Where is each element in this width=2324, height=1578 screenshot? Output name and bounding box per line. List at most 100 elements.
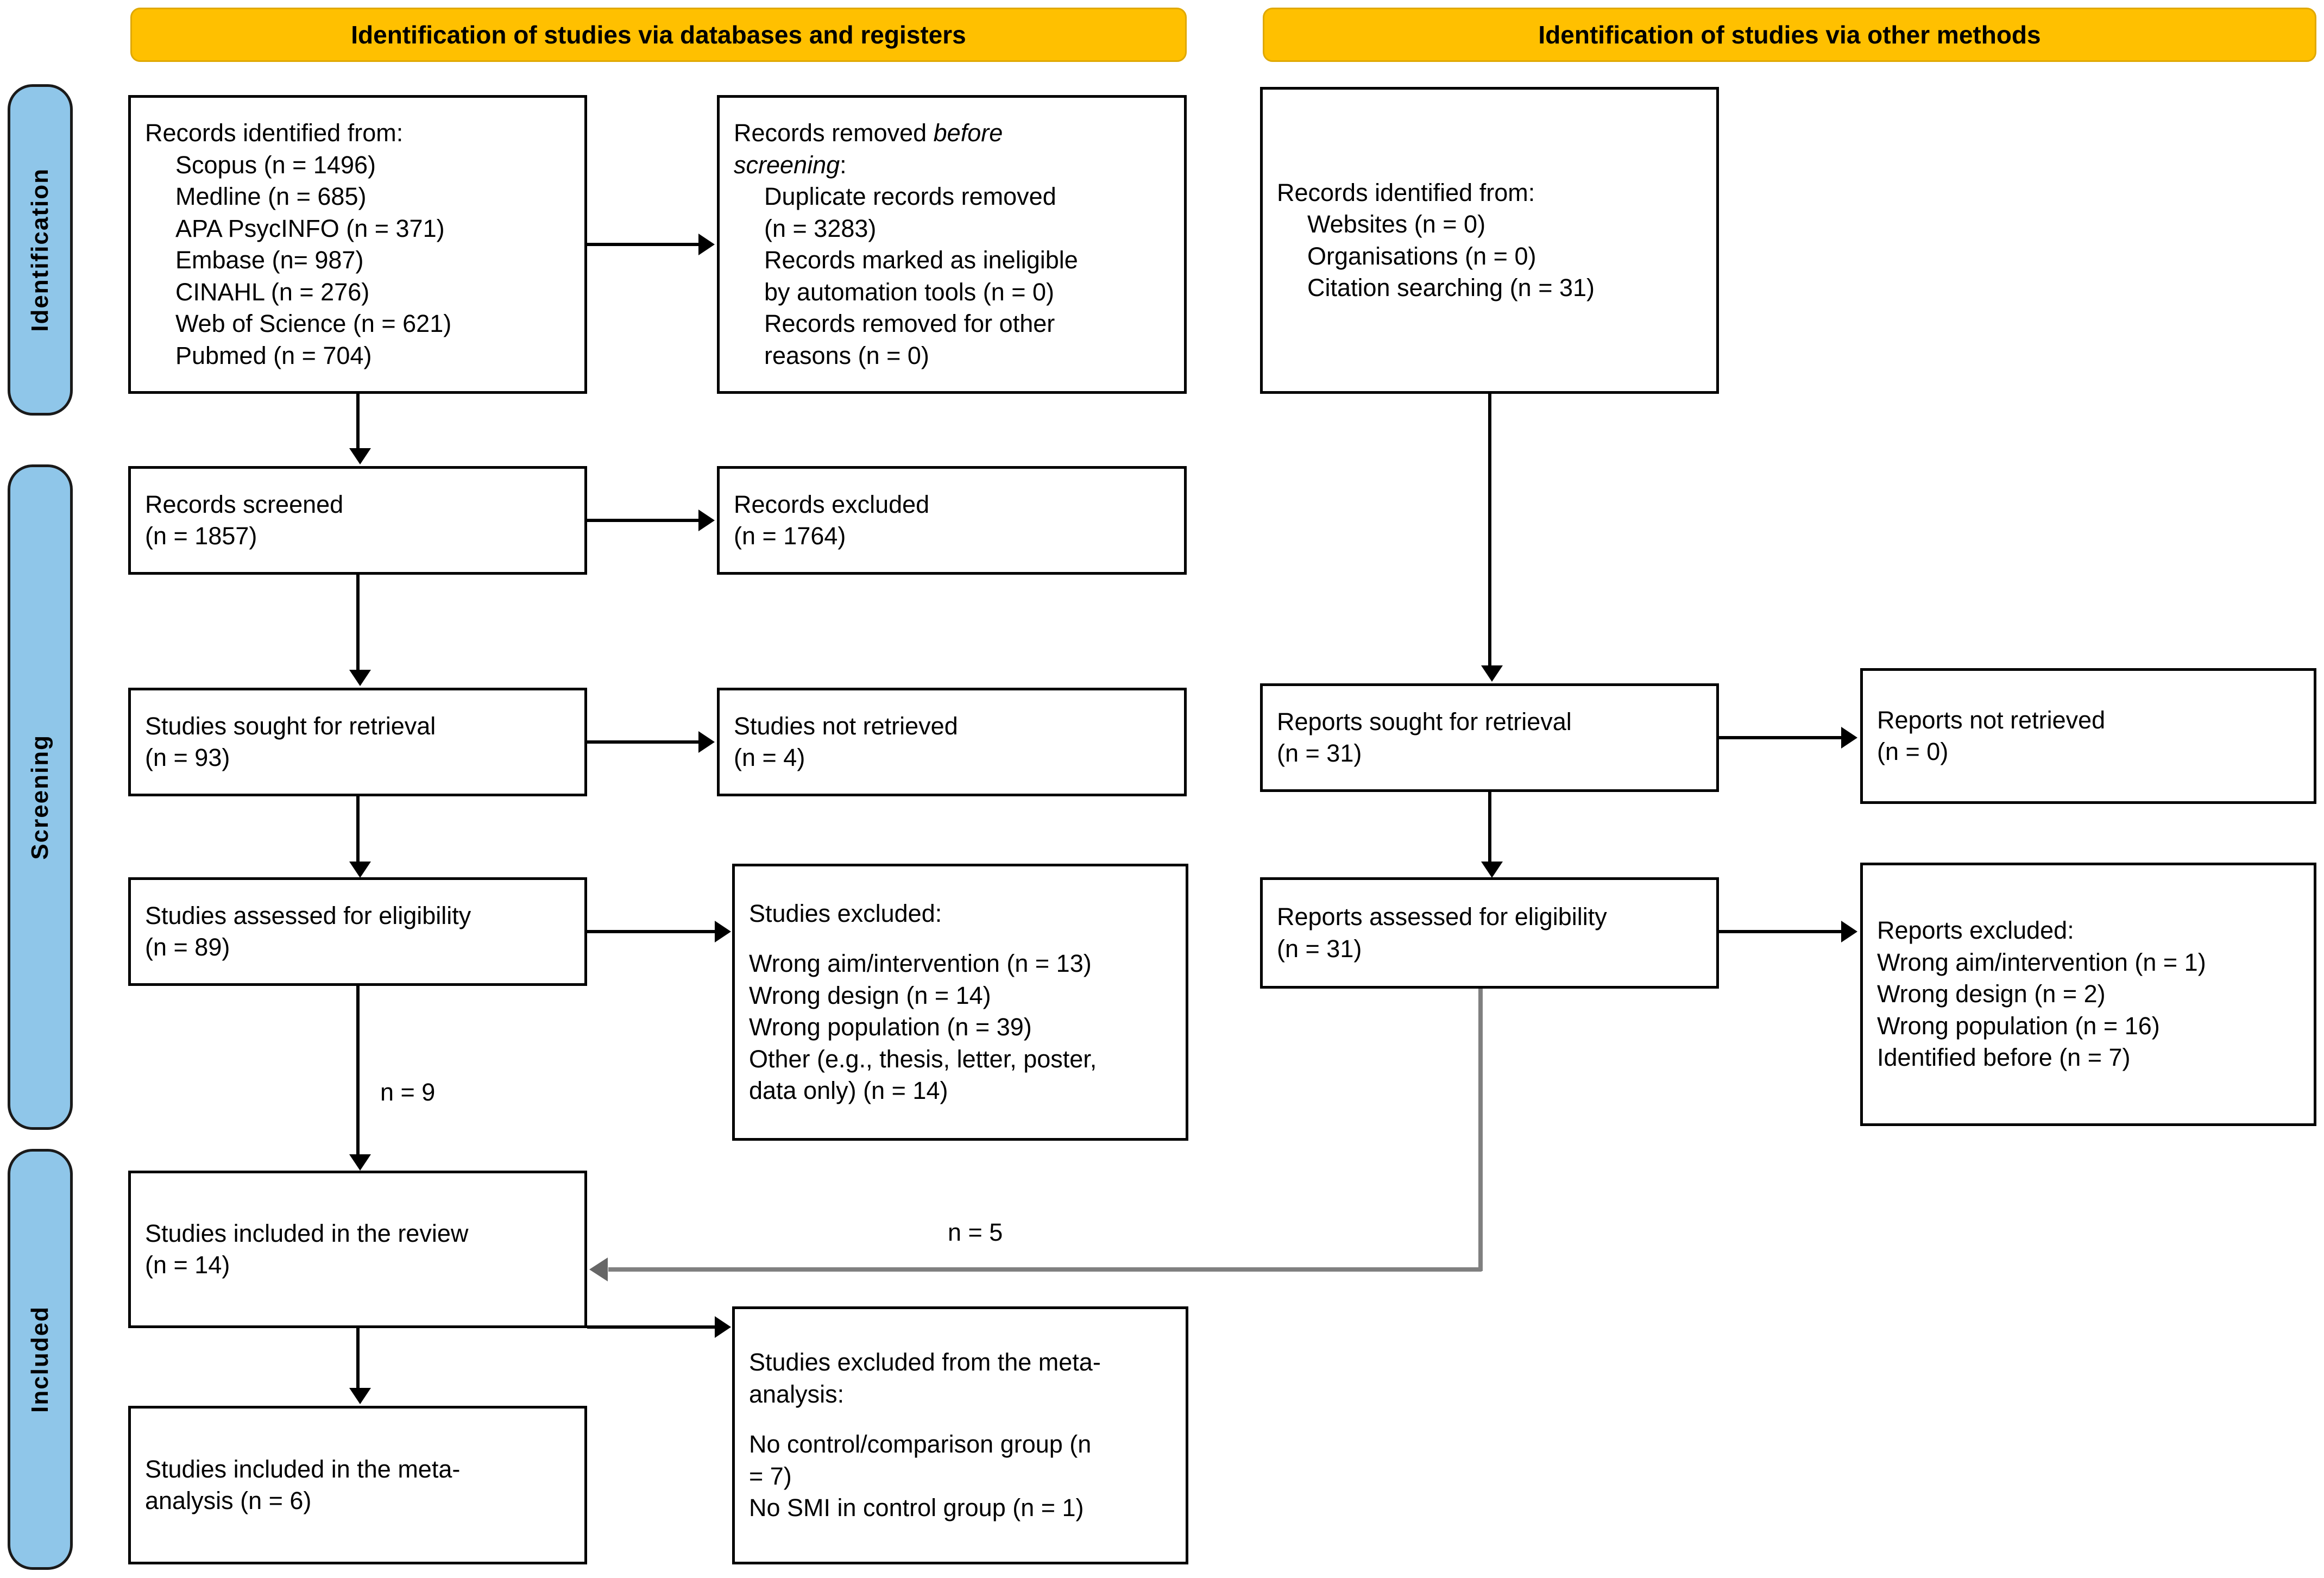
records-screened-line2: (n = 1857) xyxy=(145,522,257,550)
records-removed-title-post: : xyxy=(840,150,847,179)
studies-excluded-item-0: Wrong aim/intervention (n = 13) xyxy=(749,950,1092,977)
arrowhead-included-review-to-included-meta xyxy=(349,1388,371,1404)
records-screened-line1: Records screened xyxy=(145,490,344,518)
reports-not-retrieved-line2: (n = 0) xyxy=(1877,738,1949,765)
connector-reports-assessed-to-excluded xyxy=(1719,930,1841,933)
reports-sought-line1: Reports sought for retrieval xyxy=(1277,707,1572,735)
edge-label-n9: n = 9 xyxy=(380,1078,436,1106)
box-studies-excluded: Studies excluded: Wrong aim/intervention… xyxy=(732,864,1188,1141)
phase-label-included: Included xyxy=(27,1306,53,1413)
records-removed-item-2: Records marked as ineligible xyxy=(764,246,1078,274)
studies-excluded-title: Studies excluded: xyxy=(749,899,942,927)
records-identified-db-title: Records identified from: xyxy=(145,119,404,147)
records-identified-db-item-4: CINAHL (n = 276) xyxy=(175,278,370,306)
arrowhead-other-to-reports-sought xyxy=(1481,665,1503,682)
box-reports-not-retrieved: Reports not retrieved (n = 0) xyxy=(1860,668,2316,804)
phase-pill-included: Included xyxy=(8,1149,73,1570)
arrowhead-identified-to-screened xyxy=(349,448,371,464)
reports-assessed-line2: (n = 31) xyxy=(1277,934,1362,963)
connector-other-to-reports-sought xyxy=(1488,394,1491,665)
banner-databases-registers: Identification of studies via databases … xyxy=(130,8,1187,62)
reports-excluded-title: Reports excluded: xyxy=(1877,916,2074,945)
studies-excluded-meta-line2: analysis: xyxy=(749,1380,845,1408)
phase-pill-identification: Identification xyxy=(8,84,73,416)
banner-databases-registers-label: Identification of studies via databases … xyxy=(351,21,966,49)
connector-grey-to-included-review xyxy=(608,1267,1482,1272)
connector-sought-to-not-retrieved xyxy=(587,740,698,744)
studies-excluded-spacer xyxy=(749,929,1172,948)
records-excluded-line2: (n = 1764) xyxy=(734,522,846,550)
records-identified-db-item-3: Embase (n= 987) xyxy=(175,246,364,274)
connector-reports-sought-to-not-retrieved xyxy=(1719,736,1841,739)
arrowhead-included-review-to-excluded-meta xyxy=(715,1316,731,1338)
records-removed-title-line2: screening: xyxy=(734,149,1170,181)
box-records-removed-before-screening: Records removed before screening: Duplic… xyxy=(717,95,1187,394)
studies-assessed-line2: (n = 89) xyxy=(145,933,230,961)
box-records-identified-databases: Records identified from: Scopus (n = 149… xyxy=(128,95,587,394)
connector-assessed-to-studies-excluded xyxy=(587,930,715,933)
studies-excluded-meta-spacer xyxy=(749,1410,1172,1429)
arrowhead-screened-to-excluded xyxy=(698,510,715,531)
studies-excluded-meta-line5: No SMI in control group (n = 1) xyxy=(749,1494,1084,1522)
studies-excluded-meta-line3: No control/comparison group (n xyxy=(749,1430,1092,1458)
records-identified-other-title: Records identified from: xyxy=(1277,178,1535,206)
records-excluded-line1: Records excluded xyxy=(734,490,930,518)
studies-excluded-meta-line1: Studies excluded from the meta- xyxy=(749,1348,1101,1376)
connector-included-review-to-included-meta xyxy=(356,1328,360,1388)
records-removed-title-pre: Records removed xyxy=(734,119,934,147)
studies-sought-line2: (n = 93) xyxy=(145,744,230,771)
box-reports-assessed-for-eligibility: Reports assessed for eligibility (n = 31… xyxy=(1260,877,1719,989)
records-identified-db-item-0: Scopus (n = 1496) xyxy=(175,150,376,179)
reports-excluded-item-3: Identified before (n = 7) xyxy=(1877,1043,2131,1072)
records-identified-db-item-1: Medline (n = 685) xyxy=(175,183,367,210)
box-studies-assessed-for-eligibility: Studies assessed for eligibility (n = 89… xyxy=(128,877,587,986)
connector-reports-sought-to-assessed xyxy=(1488,792,1491,862)
records-removed-title-line1: Records removed before xyxy=(734,117,1170,149)
box-studies-included-in-review: Studies included in the review (n = 14) xyxy=(128,1171,587,1328)
studies-excluded-item-4: data only) (n = 14) xyxy=(749,1077,948,1104)
studies-included-meta-line2: analysis (n = 6) xyxy=(145,1487,312,1514)
connector-sought-to-assessed xyxy=(356,796,360,862)
arrowhead-assessed-to-studies-excluded xyxy=(715,921,731,942)
connector-screened-to-excluded xyxy=(587,519,698,522)
connector-identified-to-screened xyxy=(356,394,360,448)
arrowhead-screened-to-sought xyxy=(349,670,371,686)
records-identified-other-item-1: Organisations (n = 0) xyxy=(1307,242,1536,270)
reports-excluded-item-1: Wrong design (n = 2) xyxy=(1877,980,2106,1008)
phase-label-identification: Identification xyxy=(27,168,53,332)
reports-excluded-item-0: Wrong aim/intervention (n = 1) xyxy=(1877,948,2206,976)
box-reports-sought-for-retrieval: Reports sought for retrieval (n = 31) xyxy=(1260,683,1719,792)
records-removed-item-0: Duplicate records removed xyxy=(764,183,1056,210)
arrowhead-reports-sought-to-not-retrieved xyxy=(1841,727,1857,749)
box-studies-not-retrieved: Studies not retrieved (n = 4) xyxy=(717,688,1187,796)
studies-not-retrieved-line2: (n = 4) xyxy=(734,744,805,771)
records-removed-item-1: (n = 3283) xyxy=(764,214,877,242)
edge-label-n5: n = 5 xyxy=(948,1218,1003,1246)
records-removed-item-4: Records removed for other xyxy=(764,310,1055,337)
arrowhead-reports-sought-to-assessed xyxy=(1481,862,1503,878)
records-identified-other-item-2: Citation searching (n = 31) xyxy=(1307,274,1595,301)
records-removed-title-italic2: screening xyxy=(734,150,840,179)
box-records-excluded: Records excluded (n = 1764) xyxy=(717,466,1187,575)
records-removed-title-italic: before xyxy=(933,119,1003,147)
arrowhead-grey-to-included-review xyxy=(589,1258,608,1281)
records-identified-db-item-5: Web of Science (n = 621) xyxy=(175,310,452,337)
reports-excluded-item-2: Wrong population (n = 16) xyxy=(1877,1011,2160,1040)
studies-excluded-meta-line4: = 7) xyxy=(749,1462,792,1490)
reports-not-retrieved-line1: Reports not retrieved xyxy=(1877,706,2106,734)
records-removed-item-5: reasons (n = 0) xyxy=(764,341,929,369)
box-records-screened: Records screened (n = 1857) xyxy=(128,466,587,575)
box-studies-sought-for-retrieval: Studies sought for retrieval (n = 93) xyxy=(128,688,587,796)
arrowhead-sought-to-assessed xyxy=(349,862,371,878)
studies-excluded-item-2: Wrong population (n = 39) xyxy=(749,1013,1032,1041)
connector-identified-to-removed xyxy=(587,243,698,246)
arrowhead-reports-assessed-to-excluded xyxy=(1841,921,1857,942)
studies-assessed-line1: Studies assessed for eligibility xyxy=(145,901,471,929)
box-studies-included-in-meta-analysis: Studies included in the meta- analysis (… xyxy=(128,1406,587,1564)
studies-included-meta-line1: Studies included in the meta- xyxy=(145,1455,461,1483)
studies-included-review-line2: (n = 14) xyxy=(145,1251,230,1279)
studies-excluded-item-1: Wrong design (n = 14) xyxy=(749,981,991,1009)
phase-pill-screening: Screening xyxy=(8,464,73,1130)
connector-included-review-to-excluded-meta xyxy=(587,1325,715,1329)
